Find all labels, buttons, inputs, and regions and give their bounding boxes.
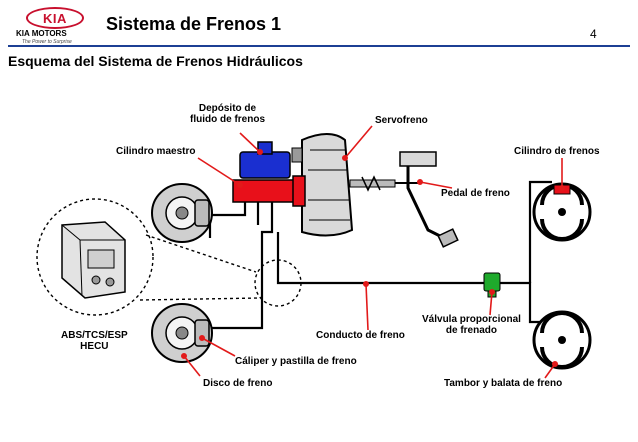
master-cylinder xyxy=(232,175,306,207)
leader-brake-line xyxy=(365,283,369,331)
label-drum: Tambor y balata de freno xyxy=(444,378,563,389)
leader-valve xyxy=(489,291,493,316)
kia-logo: KIA xyxy=(26,7,84,29)
brake-line-front-left xyxy=(208,200,247,238)
leader-reservoir xyxy=(239,132,261,153)
fluid-reservoir xyxy=(239,141,303,179)
label-wheel-cylinder: Cilindro de frenos xyxy=(514,146,600,157)
label-caliper: Cáliper y pastilla de freno xyxy=(235,356,357,367)
label-valve-line2: de frenado xyxy=(445,325,498,336)
label-reservoir: Depósito de fluido de frenos xyxy=(190,103,265,125)
label-valve-line1: Válvula proporcional xyxy=(422,314,521,325)
rear-left-drum-brake xyxy=(532,182,592,242)
kia-motors-wordmark: KIA MOTORS xyxy=(16,29,67,38)
label-reservoir-line1: Depósito de xyxy=(198,103,257,114)
leader-servo xyxy=(344,125,373,159)
hecu-module xyxy=(36,198,154,316)
page-number: 4 xyxy=(590,27,597,41)
leader-master xyxy=(197,157,241,186)
label-proportioning-valve: Válvula proporcional de frenado xyxy=(422,314,521,336)
label-servo: Servofreno xyxy=(375,115,428,126)
label-master-cylinder: Cilindro maestro xyxy=(116,146,196,157)
page-subtitle: Esquema del Sistema de Frenos Hidráulico… xyxy=(8,53,303,69)
kia-logo-text: KIA xyxy=(43,10,67,26)
brake-line-to-rear xyxy=(276,232,490,285)
front-right-disc-brake xyxy=(151,303,213,363)
label-brake-line: Conducto de freno xyxy=(316,330,405,341)
kia-tagline: The Power to Surprise xyxy=(22,39,72,45)
label-abs-line1: ABS/TCS/ESP xyxy=(61,330,128,341)
leader-disc xyxy=(183,355,201,377)
brake-booster xyxy=(301,133,396,237)
label-reservoir-line2: fluido de frenos xyxy=(190,114,265,125)
brake-line-front-right xyxy=(210,200,274,330)
rear-right-drum-brake xyxy=(532,310,592,370)
magnifier-callout xyxy=(139,234,302,307)
leader-lines xyxy=(181,125,565,379)
label-disc: Disco de freno xyxy=(203,378,273,389)
leader-pedal xyxy=(419,181,453,189)
header-rule xyxy=(8,45,630,47)
brake-lines xyxy=(208,180,552,330)
label-abs-hecu: ABS/TCS/ESP HECU xyxy=(61,330,128,352)
leader-caliper xyxy=(201,337,236,357)
label-abs-line2: HECU xyxy=(80,341,109,352)
page-title: Sistema de Frenos 1 xyxy=(106,14,282,34)
brake-line-rear-left xyxy=(528,180,552,283)
front-left-disc-brake xyxy=(151,183,213,243)
label-pedal: Pedal de freno xyxy=(441,188,510,199)
brake-pedal xyxy=(395,151,459,248)
